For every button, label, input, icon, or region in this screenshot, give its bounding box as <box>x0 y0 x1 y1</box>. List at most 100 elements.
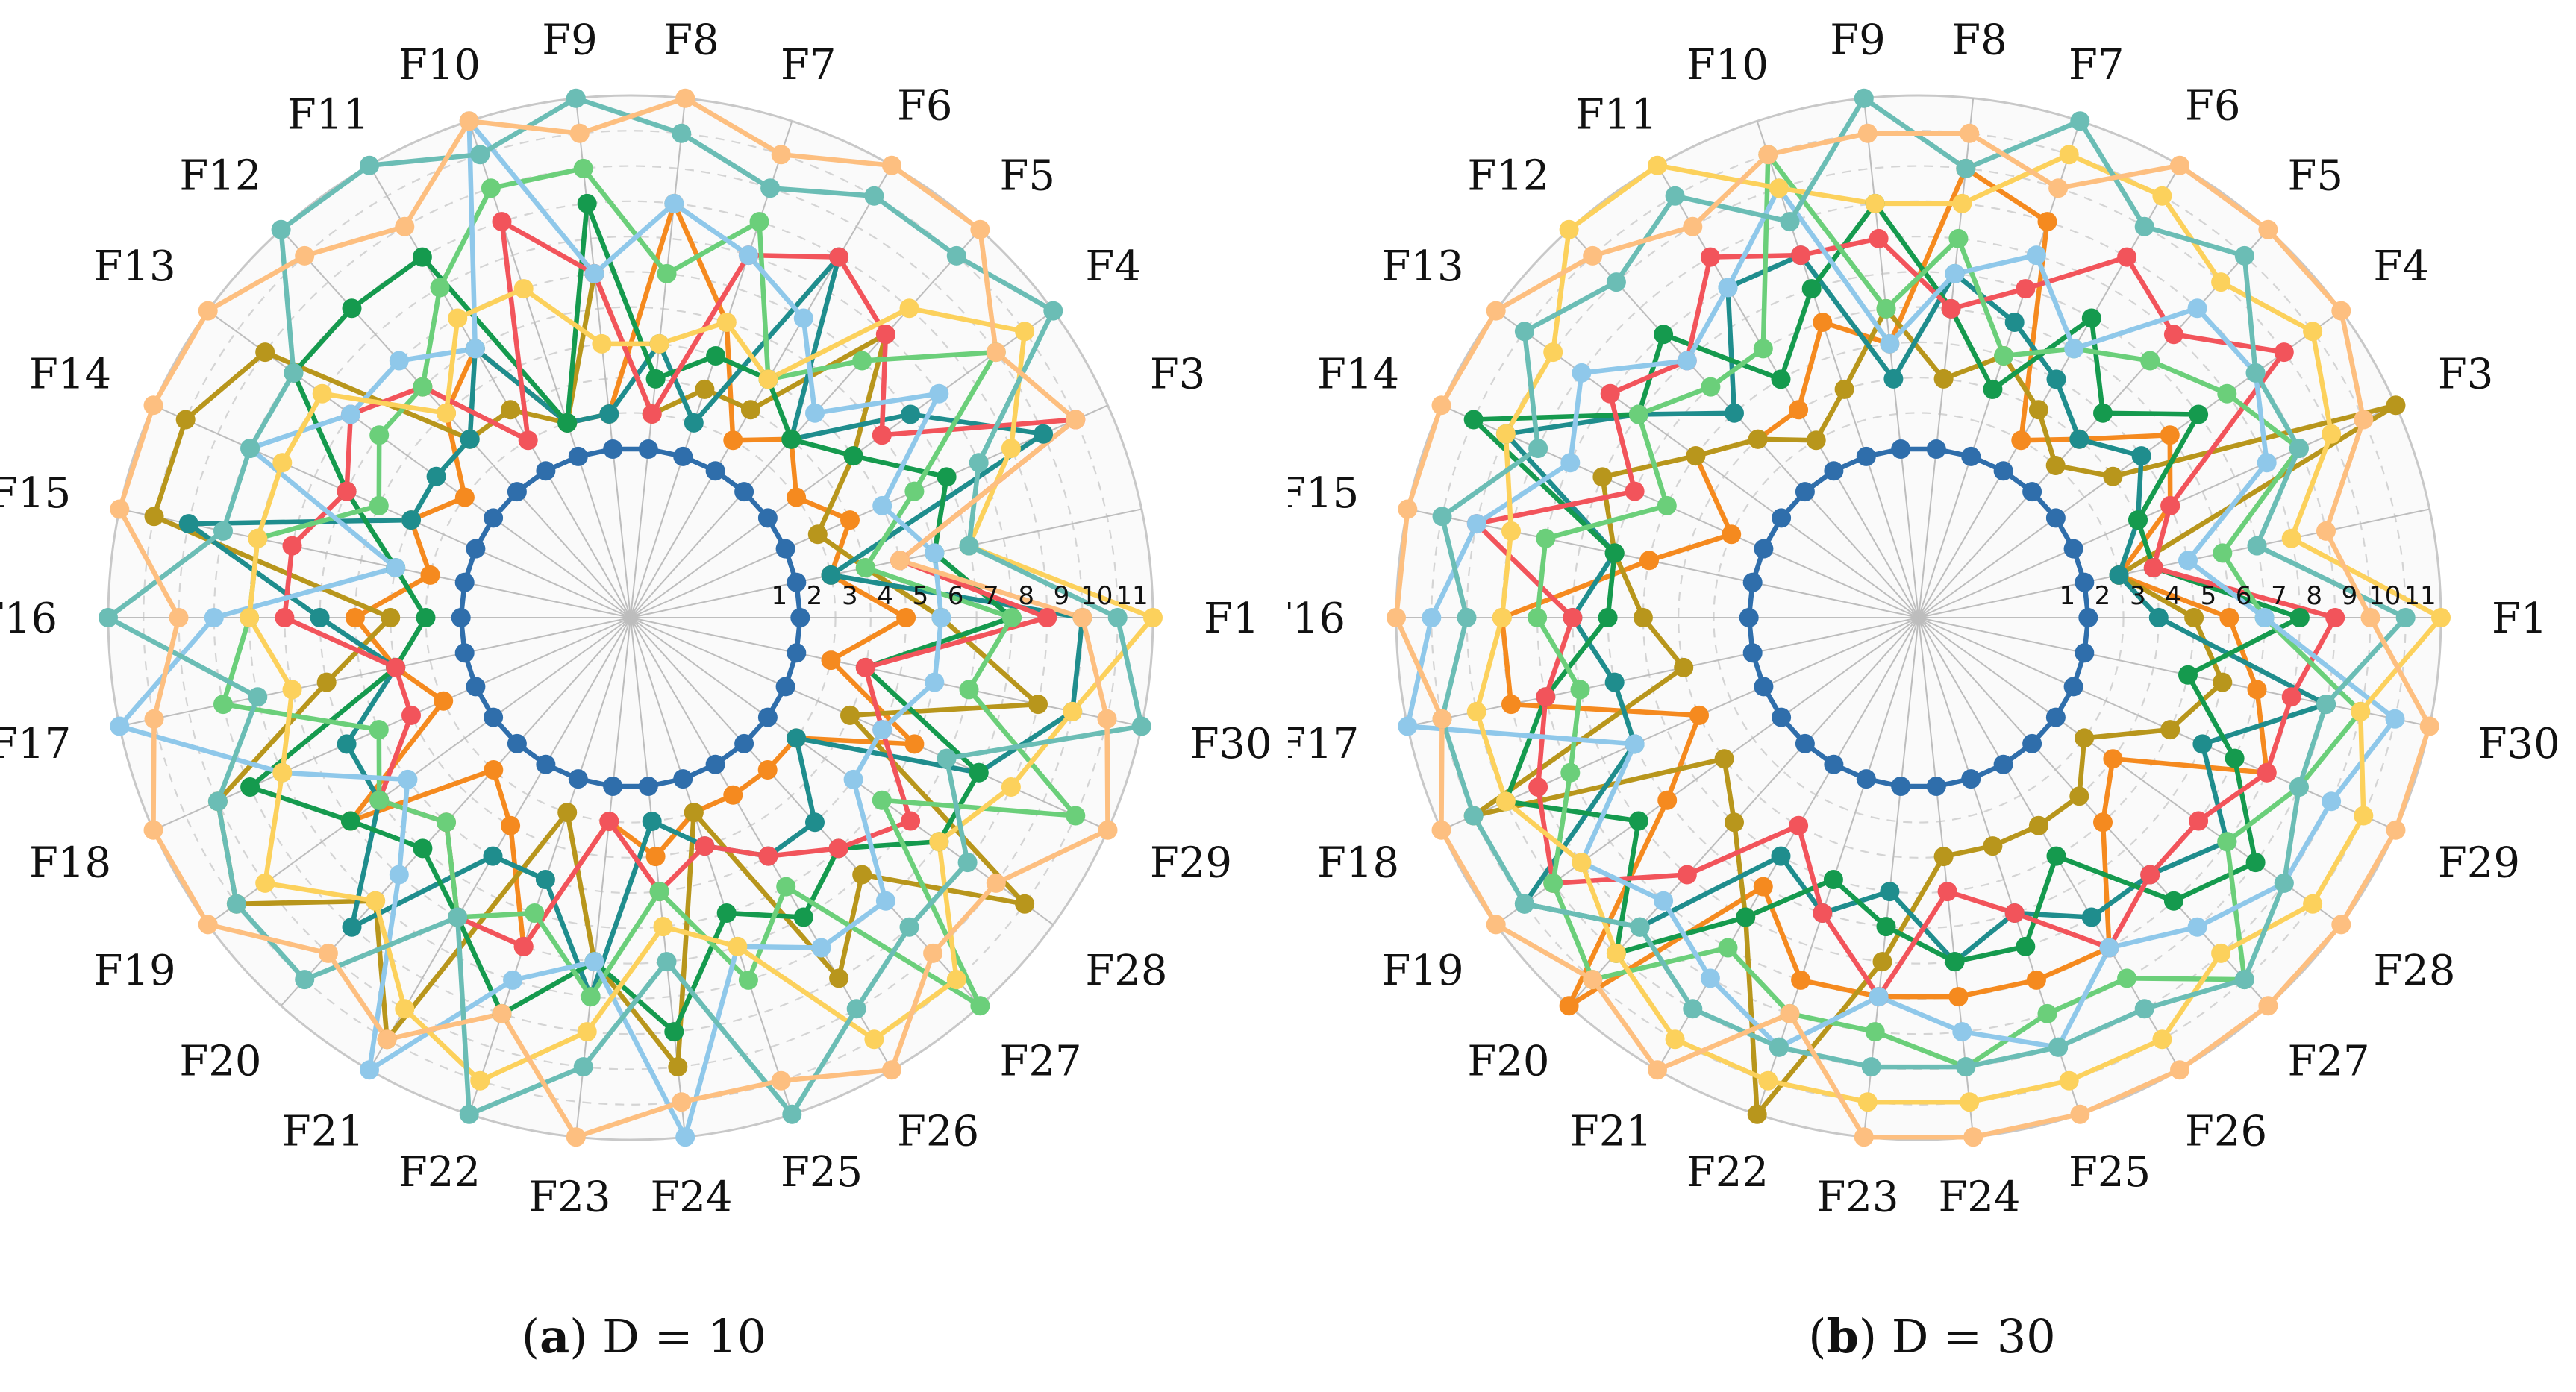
series-4-point-F14 <box>401 510 421 530</box>
series-4-point-F21 <box>483 846 503 866</box>
series-1-point-F24 <box>638 777 658 796</box>
category-label-F15: F15 <box>0 469 71 518</box>
series-8-point-F17 <box>110 716 130 736</box>
series-4-point-F7 <box>2004 313 2025 332</box>
series-6-point-F18 <box>401 705 421 725</box>
series-2-point-F14 <box>1722 524 1742 545</box>
spoke-F26 <box>630 617 892 1070</box>
series-9-point-F9 <box>1865 193 1885 213</box>
series-2-point-F1 <box>896 608 916 627</box>
spoke-F7 <box>1918 120 2081 618</box>
series-6-point-F14 <box>337 481 357 501</box>
series-9-point-F17 <box>282 680 302 700</box>
category-label-F19: F19 <box>93 947 175 995</box>
series-8-point-F11 <box>1718 278 1738 298</box>
series-8-point-F1 <box>931 608 951 627</box>
series-6-point-F22 <box>1813 903 1833 923</box>
series-2-point-F30 <box>2247 680 2267 700</box>
series-1-point-F27 <box>2022 733 2042 753</box>
series-8-point-F15 <box>1466 514 1486 534</box>
category-label-F3: F3 <box>2438 350 2493 398</box>
series-9-point-F24 <box>1960 1092 1980 1112</box>
spoke-F26 <box>1918 617 2180 1070</box>
series-2-point-F6 <box>2011 430 2031 451</box>
series-9-point-F26 <box>864 1029 884 1050</box>
series-5-point-F30 <box>2178 665 2198 685</box>
series-1-point-F23 <box>603 777 623 796</box>
series-7-point-F16 <box>1528 608 1548 627</box>
category-label-F6: F6 <box>2185 81 2240 130</box>
series-10-point-F11 <box>360 155 379 175</box>
series-9-point-F5 <box>2211 272 2231 292</box>
series-7-point-F3 <box>904 481 925 501</box>
series-11-point-F23 <box>1854 1127 1874 1147</box>
series-1-point-F14 <box>1754 539 1774 559</box>
series-6-point-F5 <box>875 325 895 345</box>
series-7-point-F7 <box>1994 346 2014 366</box>
category-label-F10: F10 <box>1686 41 1769 90</box>
series-10-point-F23 <box>1861 1057 1881 1077</box>
series-8-point-F13 <box>340 404 360 424</box>
series-1-point-F13 <box>1772 508 1792 528</box>
series-4-point-F5 <box>2069 429 2089 449</box>
series-1-point-F1 <box>790 608 810 627</box>
series-8-point-F17 <box>1398 716 1418 736</box>
series-10-point-F25 <box>2048 1037 2069 1057</box>
category-label-F24: F24 <box>650 1173 732 1222</box>
series-4-point-F27 <box>805 812 825 833</box>
series-3-point-F17 <box>316 672 337 692</box>
series-4-point-F15 <box>178 514 198 534</box>
spoke-F5 <box>630 229 981 618</box>
radial-tick-1: 1 <box>2059 581 2075 611</box>
series-10-point-F4 <box>2245 363 2266 383</box>
series-1-point-F7 <box>673 446 693 466</box>
series-10-point-F11 <box>1665 186 1685 206</box>
series-1-point-F6 <box>1993 461 2013 481</box>
category-label-F9: F9 <box>1830 16 1885 64</box>
series-2-point-F1 <box>2219 608 2239 627</box>
series-10-point-F24 <box>657 952 677 972</box>
series-11-point-F5 <box>970 219 990 239</box>
series-6-point-F27 <box>828 838 848 859</box>
series-11-point-F29 <box>2386 820 2406 840</box>
series-8-point-F4 <box>929 383 949 404</box>
spoke-F20 <box>280 617 631 1006</box>
series-7-point-F27 <box>970 996 990 1016</box>
series-8-point-F24 <box>675 1127 695 1147</box>
series-11-point-F15 <box>110 499 130 519</box>
series-2-point-F20 <box>484 760 504 780</box>
caption-b-text: D = 30 <box>1891 1309 2056 1364</box>
series-5-point-F5 <box>781 429 801 449</box>
category-label-F29: F29 <box>1150 839 1232 888</box>
series-10-point-F8 <box>1956 158 1976 178</box>
series-3-point-F3 <box>2386 395 2406 416</box>
series-3-point-F22 <box>1747 1104 1767 1124</box>
series-10-point-F12 <box>271 219 291 239</box>
series-7-point-F29 <box>1066 806 1086 826</box>
series-2-point-F21 <box>1753 877 1773 897</box>
series-6-point-F14 <box>1625 481 1645 501</box>
series-8-point-F2 <box>2178 551 2198 571</box>
series-10-point-F19 <box>226 894 246 914</box>
series-10-point-F21 <box>448 907 468 927</box>
series-2-point-F4 <box>787 487 807 507</box>
series-10-point-F28 <box>2274 873 2294 893</box>
series-1-point-F15 <box>454 572 475 592</box>
series-3-point-F11 <box>501 400 521 420</box>
series-6-point-F30 <box>855 657 875 677</box>
spoke-F4 <box>1918 310 2342 618</box>
series-5-point-F16 <box>1598 608 1618 627</box>
radial-tick-5: 5 <box>2201 581 2217 611</box>
series-10-point-F14 <box>1528 439 1548 458</box>
series-1-point-F21 <box>536 754 556 774</box>
category-label-F4: F4 <box>1085 242 1140 291</box>
series-6-point-F6 <box>2117 247 2137 267</box>
series-10-point-F1 <box>2395 608 2416 627</box>
series-8-point-F16 <box>1422 608 1442 627</box>
series-7-point-F11 <box>1753 339 1773 359</box>
series-9-point-F10 <box>1769 178 1789 198</box>
series-9-point-F9 <box>592 333 612 354</box>
series-6-point-F26 <box>758 846 778 866</box>
series-11-point-F30 <box>1097 709 1117 729</box>
series-3-point-F8 <box>1933 369 1954 389</box>
